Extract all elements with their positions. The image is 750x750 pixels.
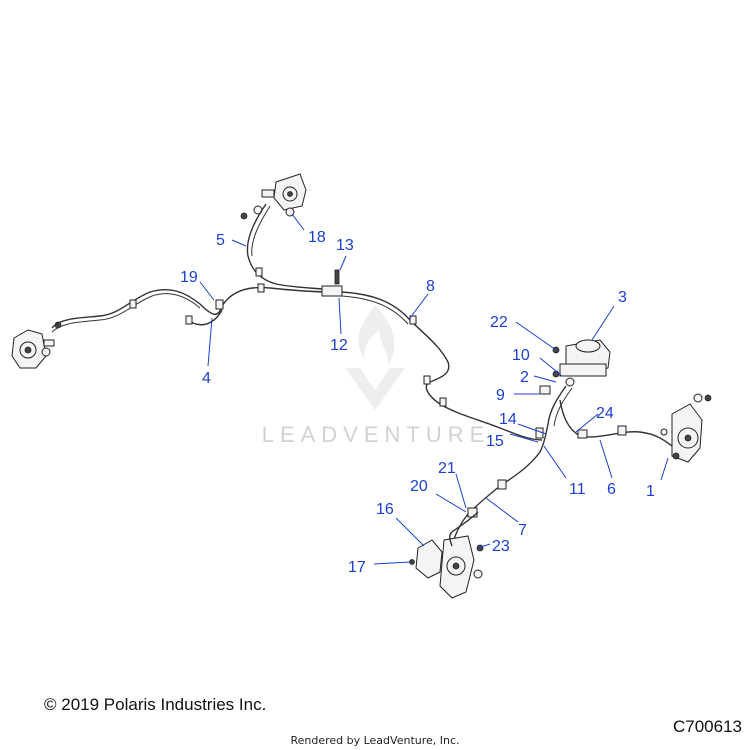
leadventure-watermark: LEADVENTURE <box>262 305 491 447</box>
callout-labels: 1 2 3 4 5 6 7 8 9 10 11 12 13 14 15 16 1… <box>180 229 655 576</box>
callout-11[interactable]: 11 <box>569 481 586 498</box>
callout-14[interactable]: 14 <box>499 411 517 428</box>
flame-logo-icon <box>345 305 405 410</box>
callout-20[interactable]: 20 <box>410 478 428 495</box>
callout-1[interactable]: 1 <box>646 483 655 500</box>
callout-9[interactable]: 9 <box>496 387 505 404</box>
callout-19[interactable]: 19 <box>180 269 198 286</box>
callout-15[interactable]: 15 <box>486 433 504 450</box>
callout-21[interactable]: 21 <box>438 460 456 477</box>
leader-lines <box>199 213 669 565</box>
rendered-by-text: Rendered by LeadVenture, Inc. <box>290 734 460 747</box>
master-cylinder <box>552 339 611 387</box>
callout-8[interactable]: 8 <box>426 278 435 295</box>
brake-line-artwork <box>11 173 712 599</box>
callout-2[interactable]: 2 <box>520 369 529 386</box>
callout-13[interactable]: 13 <box>336 237 354 254</box>
callout-12[interactable]: 12 <box>330 337 348 354</box>
callout-18[interactable]: 18 <box>308 229 326 246</box>
copyright-text: © 2019 Polaris Industries Inc. <box>44 695 267 714</box>
watermark-text: LEADVENTURE <box>262 422 491 447</box>
diagram-code: C700613 <box>672 717 742 736</box>
callout-10[interactable]: 10 <box>512 347 530 364</box>
left-caliper <box>11 321 62 369</box>
callout-6[interactable]: 6 <box>607 481 616 498</box>
callout-17[interactable]: 17 <box>348 559 366 576</box>
left-front-caliper <box>409 535 484 599</box>
callout-24[interactable]: 24 <box>596 405 614 422</box>
right-front-caliper <box>660 393 712 463</box>
callout-5[interactable]: 5 <box>216 232 225 249</box>
callout-16[interactable]: 16 <box>376 501 394 518</box>
callout-23[interactable]: 23 <box>492 538 510 555</box>
callout-3[interactable]: 3 <box>618 289 627 306</box>
upper-caliper <box>240 173 307 220</box>
callout-4[interactable]: 4 <box>202 370 211 387</box>
callout-7[interactable]: 7 <box>518 522 527 539</box>
callout-22[interactable]: 22 <box>490 314 508 331</box>
